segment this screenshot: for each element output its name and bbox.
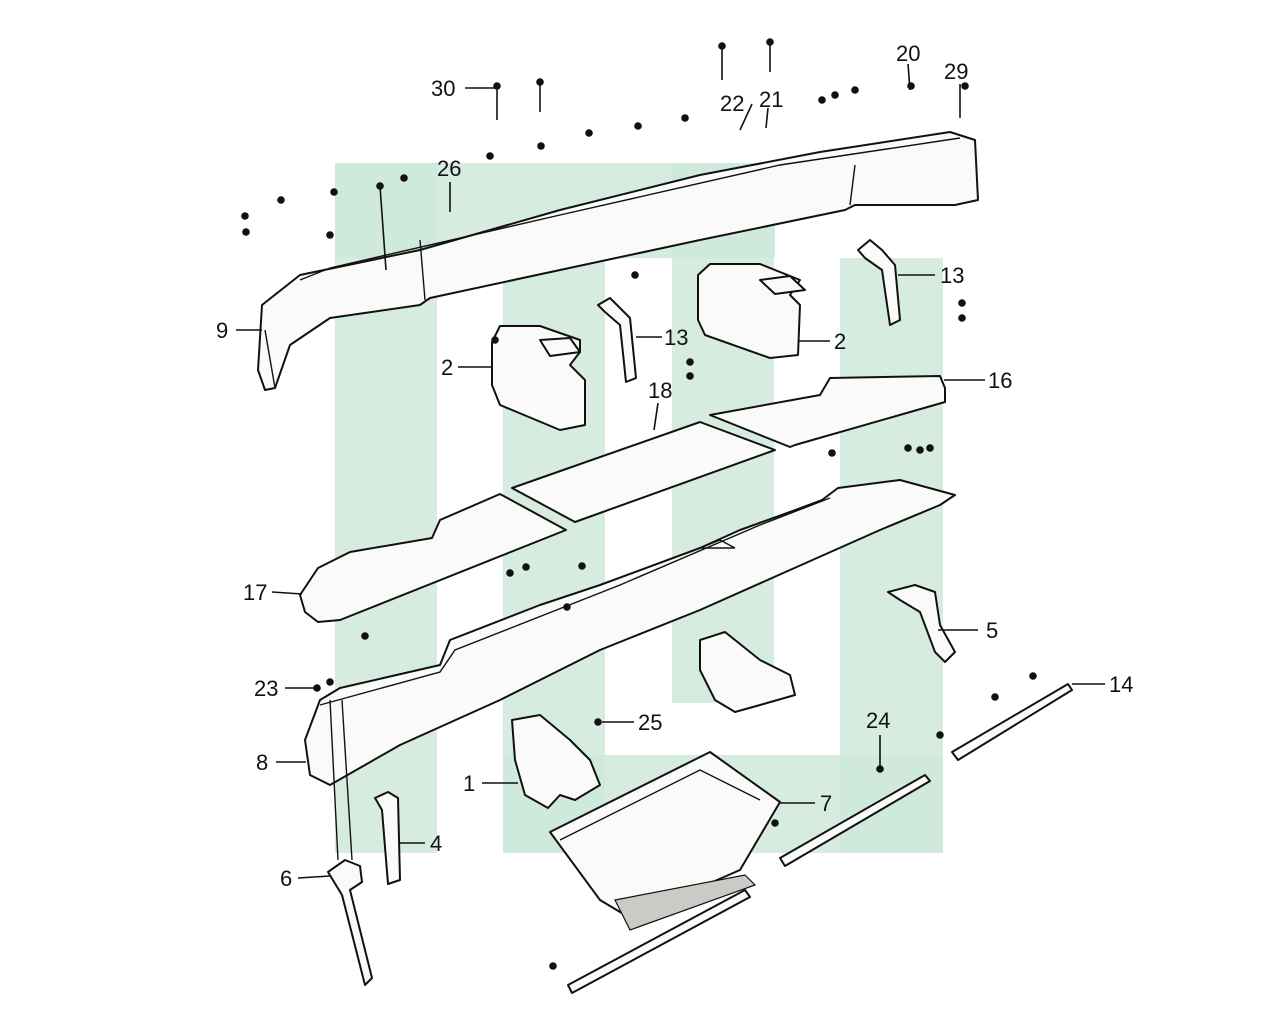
callout-13-left: 13 bbox=[664, 325, 688, 350]
callout-7: 7 bbox=[820, 791, 832, 816]
callout-1: 1 bbox=[463, 771, 475, 796]
callout-25: 25 bbox=[638, 710, 662, 735]
callout-24: 24 bbox=[866, 708, 890, 733]
instrument-bracket-left bbox=[491, 325, 586, 431]
callout-17: 17 bbox=[243, 580, 267, 605]
lower-bracket-left bbox=[511, 714, 601, 809]
callout-21: 21 bbox=[759, 87, 783, 112]
callout-23: 23 bbox=[254, 676, 278, 701]
brace bbox=[887, 584, 956, 663]
dash-panel bbox=[304, 479, 956, 786]
callout-16: 16 bbox=[988, 368, 1012, 393]
upper-dash-pad bbox=[257, 131, 979, 391]
glove-box bbox=[549, 751, 781, 931]
callout-6: 6 bbox=[280, 866, 292, 891]
moldings bbox=[567, 683, 1073, 994]
center-pad bbox=[511, 421, 776, 523]
callout-26: 26 bbox=[437, 156, 461, 181]
callout-22: 22 bbox=[720, 91, 744, 116]
callout-2-right: 2 bbox=[834, 329, 846, 354]
callout-2-left: 2 bbox=[441, 355, 453, 380]
support-left bbox=[327, 699, 373, 986]
callout-8: 8 bbox=[256, 750, 268, 775]
callout-9: 9 bbox=[216, 318, 228, 343]
left-pad bbox=[299, 493, 567, 623]
callout-13-right: 13 bbox=[940, 263, 964, 288]
callout-14: 14 bbox=[1109, 672, 1133, 697]
callout-30: 30 bbox=[431, 76, 455, 101]
callout-5: 5 bbox=[986, 618, 998, 643]
callout-29: 29 bbox=[944, 59, 968, 84]
lower-bracket-right bbox=[699, 631, 796, 713]
callout-18: 18 bbox=[648, 378, 672, 403]
strap-right bbox=[857, 239, 901, 326]
strap-left bbox=[597, 297, 637, 383]
instrument-bracket-right bbox=[697, 263, 806, 359]
support-upright bbox=[374, 791, 401, 885]
leader-lines bbox=[236, 63, 1105, 879]
callout-labels: 30 22 21 20 29 26 9 2 13 2 13 18 16 17 5… bbox=[216, 41, 1133, 891]
callout-4: 4 bbox=[430, 831, 442, 856]
right-pad bbox=[709, 375, 946, 448]
callout-20: 20 bbox=[896, 41, 920, 66]
fasteners bbox=[241, 38, 1037, 970]
